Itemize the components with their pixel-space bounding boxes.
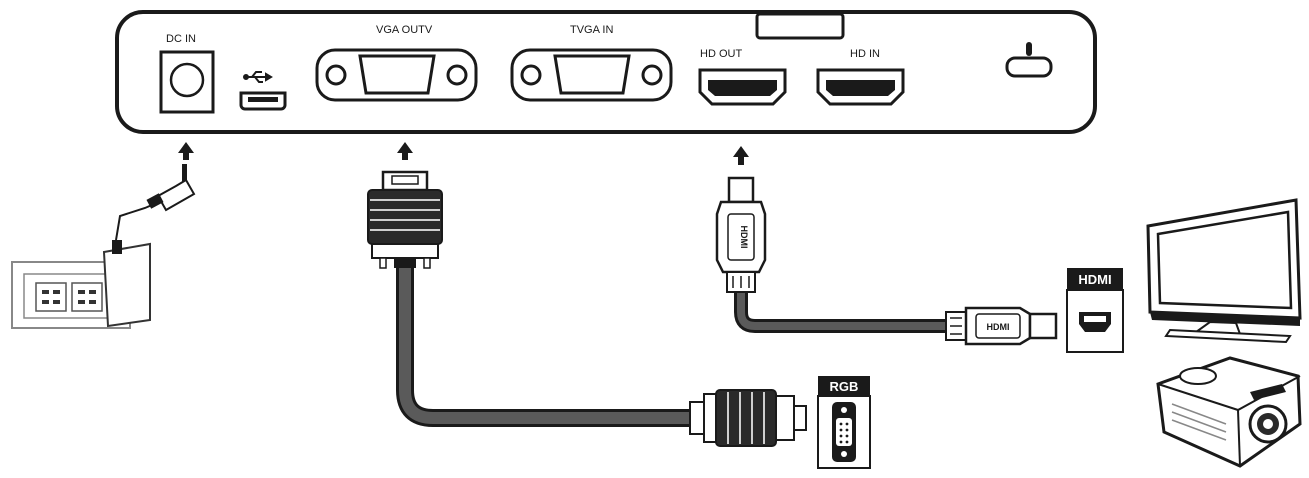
hdmi-label: HDMI <box>1078 272 1111 287</box>
vga-in-label: TVGA IN <box>570 24 613 36</box>
vga-plug-top <box>367 170 443 269</box>
usb-icon <box>243 71 273 83</box>
device-rear-panel: DC IN VGA OUTV TVGA IN <box>115 10 1097 134</box>
hd-out-port[interactable] <box>698 68 787 106</box>
hdmi-plug-side: HDMI <box>945 306 1058 346</box>
panel-notch <box>755 12 845 40</box>
dc-in-port[interactable] <box>159 50 215 114</box>
rgb-port-icon <box>832 402 856 462</box>
lock-icon <box>1005 42 1053 78</box>
vga-in-port[interactable] <box>510 48 673 102</box>
dc-plug <box>146 164 196 212</box>
hdmi-port-icon <box>1079 312 1111 332</box>
hdmi-cable <box>734 292 950 333</box>
tv-icon <box>1146 198 1302 344</box>
vga-out-label: VGA OUTV <box>376 24 433 36</box>
arrow-up-icon <box>397 142 413 160</box>
hdmi-plug-text: HDMI <box>739 226 749 249</box>
usb-port[interactable] <box>239 91 287 111</box>
dc-in-label: DC IN <box>166 33 196 45</box>
hdmi-badge: HDMI <box>1066 268 1124 353</box>
hd-in-port[interactable] <box>816 68 905 106</box>
hdmi-plug-text-side: HDMI <box>987 322 1010 332</box>
power-adapter <box>102 240 151 328</box>
arrow-up-icon <box>178 142 194 160</box>
rgb-label: RGB <box>830 379 859 394</box>
hd-in-label: HD IN <box>850 48 880 60</box>
vga-out-port[interactable] <box>315 48 478 102</box>
hdmi-plug-top: HDMI <box>715 176 767 293</box>
vga-cable <box>396 266 700 427</box>
vga-plug-side <box>689 389 807 447</box>
arrow-up-icon <box>733 146 749 165</box>
projector-icon <box>1156 356 1302 468</box>
hd-out-label: HD OUT <box>700 48 742 60</box>
